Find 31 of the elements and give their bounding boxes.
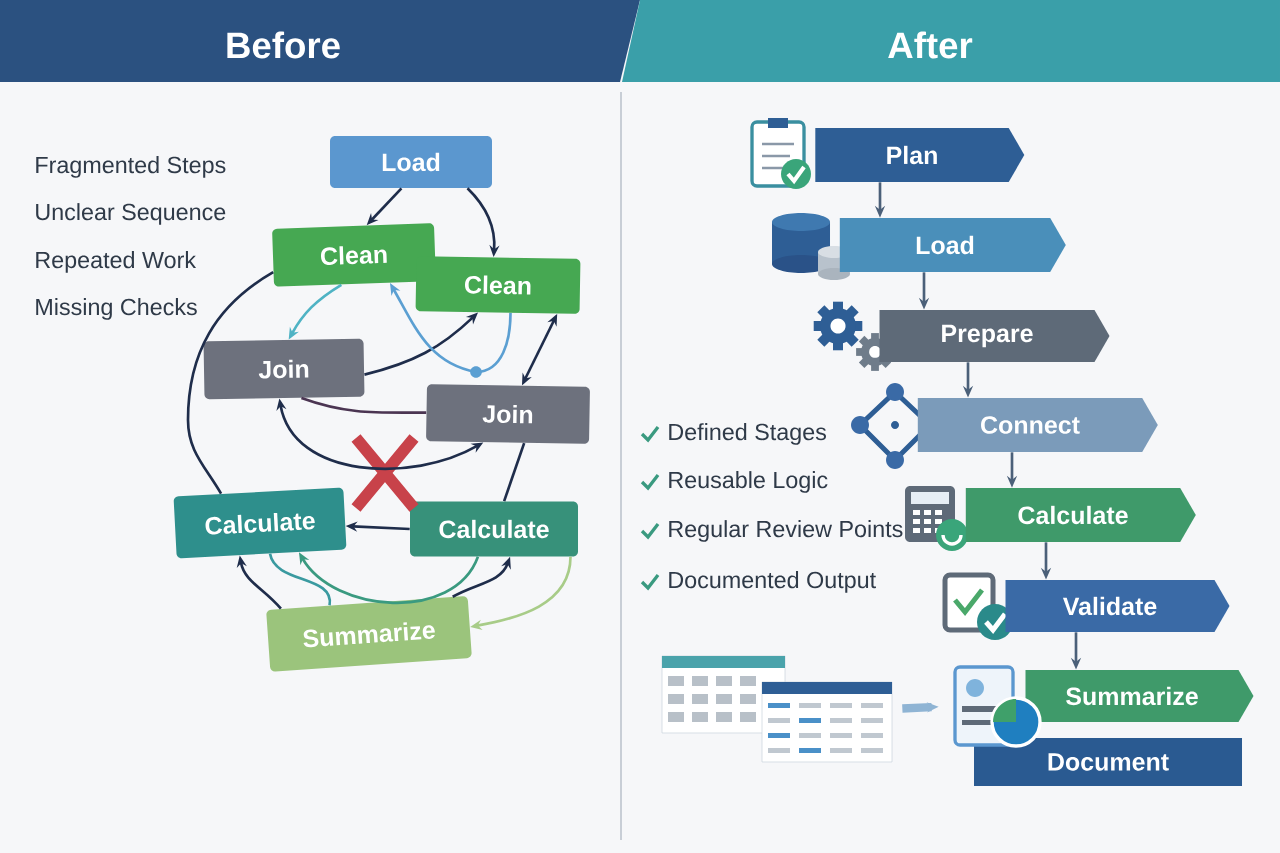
note-text: Repeated Work [36,251,197,273]
note-text: Documented Output [669,571,876,593]
note-text: Reusable Logic [669,471,828,493]
header-band: Before [0,0,640,82]
step-box: Join [426,384,590,444]
step-banner: Summarize [1025,670,1254,722]
step-banner: Plan [815,128,1025,182]
connector-line [502,442,526,502]
step-banner: Connect [917,398,1158,452]
step-box: Summarize [266,596,472,672]
document-box: Document [974,738,1242,786]
note-text: Defined Stages [669,423,826,445]
step-box: Clean [415,256,581,314]
step-box: Join [203,338,365,400]
step-banner: Load [839,218,1066,272]
report-icon [953,665,1042,748]
connector-line [186,271,274,495]
header-band: After [622,0,1280,82]
note-text: Fragmented Steps [36,156,226,178]
note-text: Regular Review Points [669,520,903,542]
step-banner: Prepare [879,310,1110,362]
step-box: Calculate [410,501,578,557]
note-text: Missing Checks [36,298,197,320]
step-banner: Validate [1005,580,1230,632]
step-box: Calculate [173,487,347,559]
connector-line [268,553,331,606]
spreadsheet-drawing [661,655,893,763]
step-box: Load [330,136,492,188]
connector-line [301,396,427,414]
step-banner: Calculate [965,488,1196,542]
note-text: Unclear Sequence [36,203,226,225]
